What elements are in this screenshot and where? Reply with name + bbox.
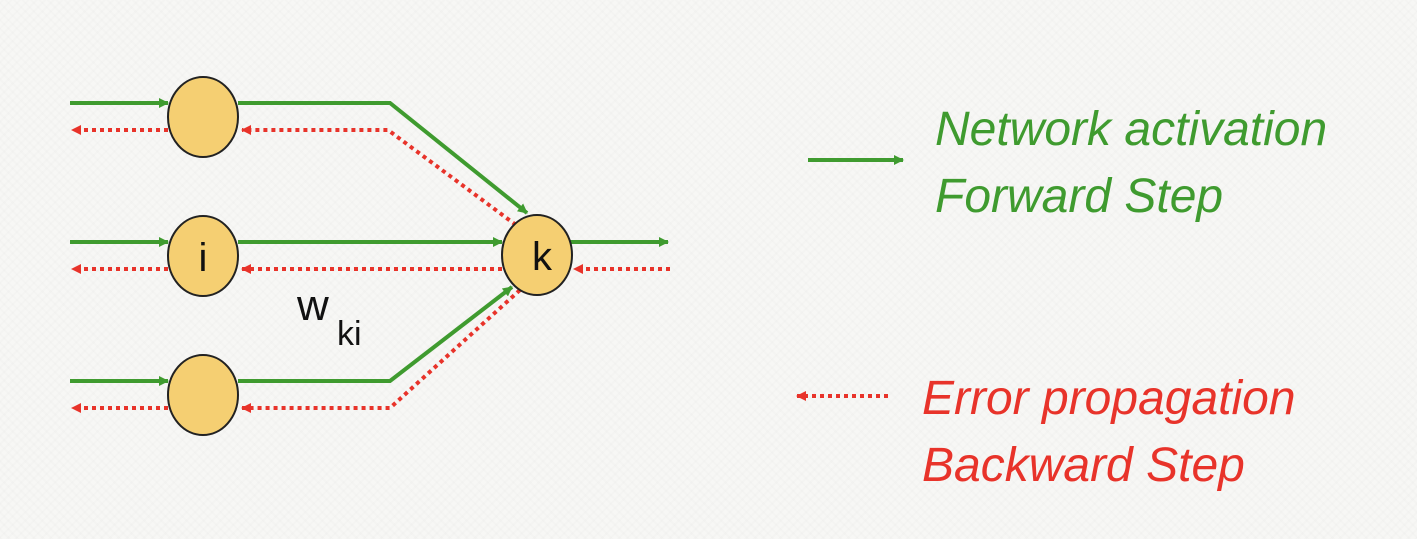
backward-connection-top <box>241 125 518 227</box>
hidden-node-i: i <box>167 215 239 297</box>
legend-forward-line2: Forward Step <box>935 170 1223 223</box>
legend-forward-line1: Network activation <box>935 103 1327 156</box>
forward-connection-bottom <box>238 285 514 383</box>
hidden-node-bottom <box>167 354 239 436</box>
backward-input-arrows <box>71 125 168 413</box>
legend-backward-line2: Backward Step <box>922 439 1245 492</box>
hidden-node-top <box>167 76 239 158</box>
hidden-node-i-label: i <box>199 236 208 280</box>
forward-connection-top <box>238 101 529 215</box>
backward-connection-bottom <box>241 288 522 413</box>
weight-label: w <box>296 281 329 330</box>
backward-connections <box>241 125 522 413</box>
forward-connections <box>238 101 529 383</box>
forward-input-arrows <box>70 98 169 386</box>
weight-label-subscript: ki <box>337 315 362 353</box>
legend-backward-line1: Error propagation <box>922 372 1296 425</box>
output-node-k: k <box>501 214 573 296</box>
output-node-k-label: k <box>532 235 553 279</box>
